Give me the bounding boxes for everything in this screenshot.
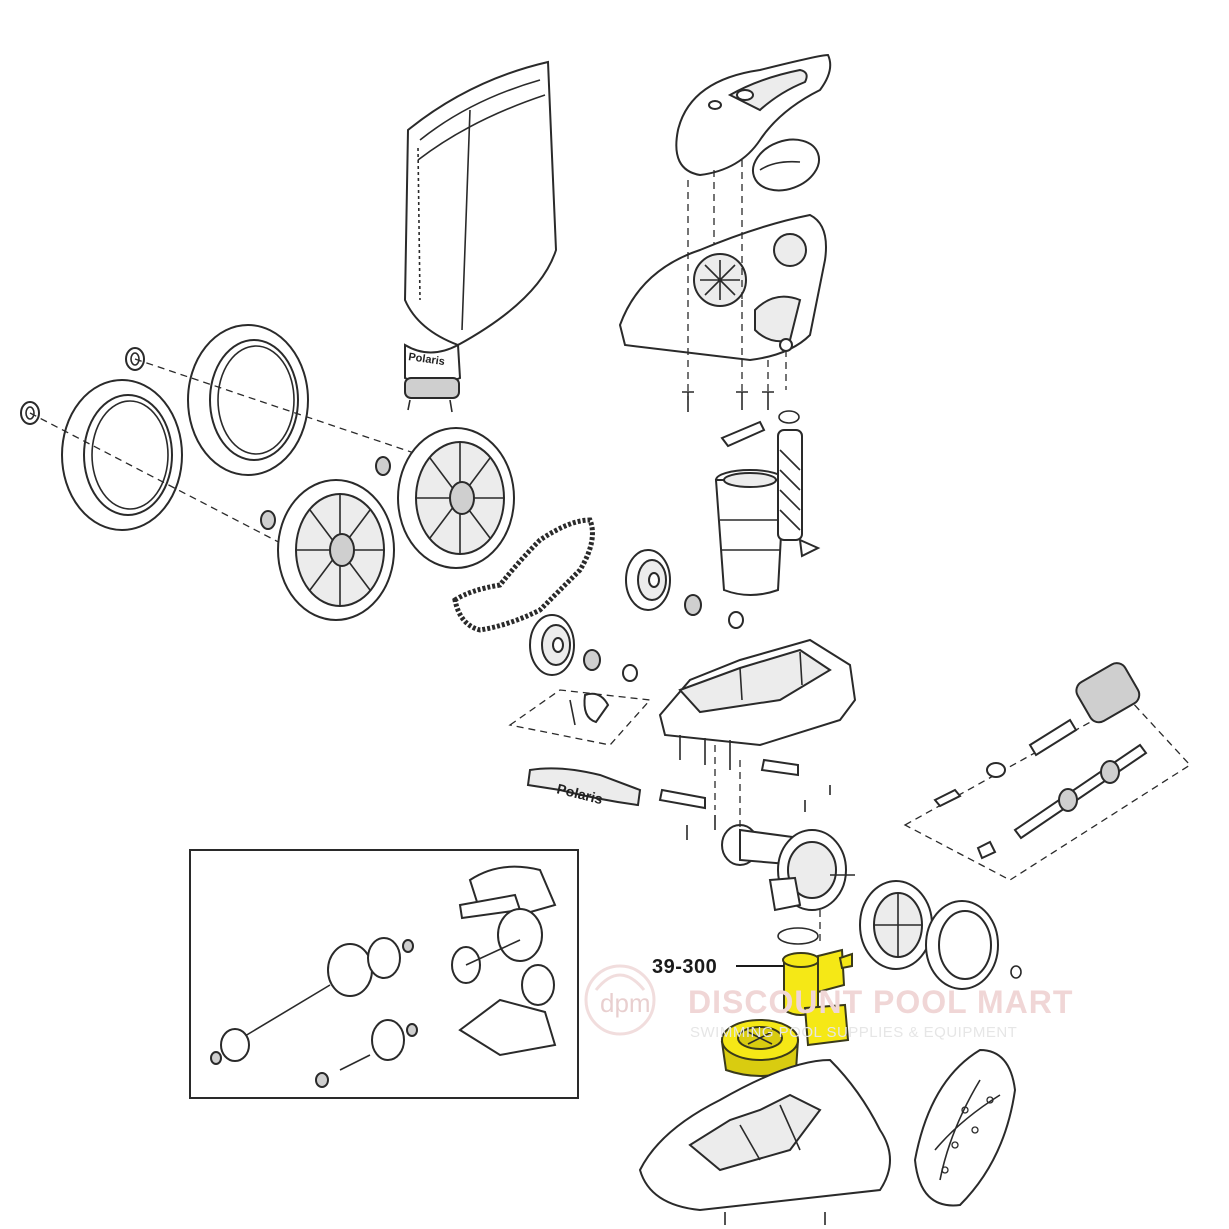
bag-brand-text: Polaris: [408, 351, 446, 368]
clip-part: [720, 420, 766, 448]
drive-belt: [452, 517, 595, 633]
watermark-title: DISCOUNT POOL MART: [688, 984, 1074, 1020]
bearing-small-1: [260, 456, 391, 530]
pulley-right: [625, 549, 671, 611]
assembly-lines-top: [687, 160, 787, 400]
watermark-subtitle: SWIMMING POOL SUPPLIES & EQUIPMENT: [690, 1024, 1018, 1041]
float-ball: [752, 138, 820, 192]
part-number-callout: 39-300: [652, 956, 718, 978]
tire-left-front: [61, 379, 183, 531]
small-clips: [658, 758, 831, 840]
pulley-left: [529, 614, 575, 676]
tire-left-rear: [187, 324, 309, 476]
bumper: [526, 767, 642, 807]
filter-bag: [403, 60, 558, 413]
top-handle: [675, 53, 832, 177]
bottom-shroud: [638, 1058, 891, 1225]
assembly-lines-bottom: [714, 745, 821, 945]
highlighted-part-39-300: [720, 927, 853, 1077]
wheel-left-front: [277, 479, 395, 621]
drive-shaft-clip: [508, 689, 652, 746]
turbine-housing: [714, 469, 786, 596]
screws-top: [682, 391, 774, 412]
washer-right: [1010, 965, 1022, 979]
chassis: [658, 638, 857, 770]
inset-gear-detail: [189, 849, 579, 1099]
wheel-right: [859, 880, 933, 970]
gearbox: [721, 824, 855, 912]
assembly-lines-wheels: [29, 358, 421, 549]
bearings-mid: [583, 594, 744, 682]
wheel-left-rear: [397, 427, 515, 569]
watermark-logo-text: dpm: [600, 988, 651, 1018]
o-ring-top: [778, 410, 800, 424]
watermark-logo: dpm: [584, 964, 656, 1036]
intake-grate: [913, 1048, 1017, 1207]
turbine-shaft: [777, 429, 821, 558]
hose-parts: [903, 662, 1192, 881]
top-housing: [618, 213, 827, 362]
tire-right: [925, 900, 999, 990]
